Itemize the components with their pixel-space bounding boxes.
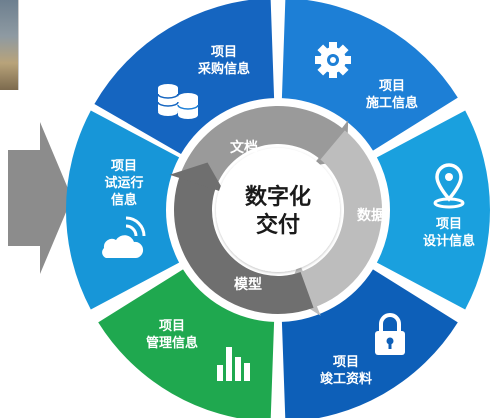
segment-design bbox=[376, 110, 490, 310]
segment-completion bbox=[281, 269, 458, 418]
location-pin-icon bbox=[433, 163, 465, 209]
center-title-line1: 数字化 bbox=[245, 184, 311, 210]
ring-label-model: 模型 bbox=[234, 276, 262, 293]
segment-construction bbox=[281, 0, 458, 151]
management-label-line2: 管理信息 bbox=[146, 335, 198, 351]
ring-label-data: 数据 bbox=[357, 207, 385, 224]
completion-label-line2: 竣工资料 bbox=[320, 371, 372, 387]
ring-arc-documents bbox=[180, 105, 345, 188]
trial-label-line2: 试运行 bbox=[104, 175, 143, 191]
trial-label-line1: 项目 bbox=[111, 159, 137, 174]
database-icon bbox=[157, 84, 199, 119]
segment-procurement bbox=[94, 0, 275, 154]
ring-arc-data bbox=[300, 130, 382, 308]
construction-label-line1: 项目 bbox=[379, 79, 405, 94]
outer-ring bbox=[66, 0, 490, 418]
ring-arc-model-arrowhead bbox=[169, 162, 225, 193]
ring-arc-model bbox=[174, 174, 314, 314]
center-title-line2: 交付 bbox=[256, 212, 300, 238]
completion-label-line1: 项目 bbox=[333, 355, 359, 370]
inner-cycle-ring bbox=[169, 105, 382, 316]
procurement-label-line2: 采购信息 bbox=[197, 61, 250, 77]
cropped-photo-thumbnail bbox=[0, 0, 19, 90]
segment-trial-operation bbox=[66, 110, 180, 310]
procurement-label-line1: 项目 bbox=[211, 45, 237, 60]
design-label-line2: 设计信息 bbox=[423, 233, 475, 249]
ring-label-documents: 文档 bbox=[230, 139, 258, 156]
lock-icon bbox=[375, 313, 405, 355]
gear-icon bbox=[315, 42, 351, 78]
cloud-wifi-icon bbox=[102, 216, 146, 258]
bar-chart-icon bbox=[217, 347, 250, 381]
management-label-line1: 项目 bbox=[159, 319, 185, 334]
center-disc bbox=[216, 148, 340, 272]
construction-label-line2: 施工信息 bbox=[366, 95, 418, 111]
design-label-line1: 项目 bbox=[436, 217, 462, 232]
input-arrow bbox=[8, 122, 72, 274]
trial-label-line3: 信息 bbox=[111, 192, 137, 208]
